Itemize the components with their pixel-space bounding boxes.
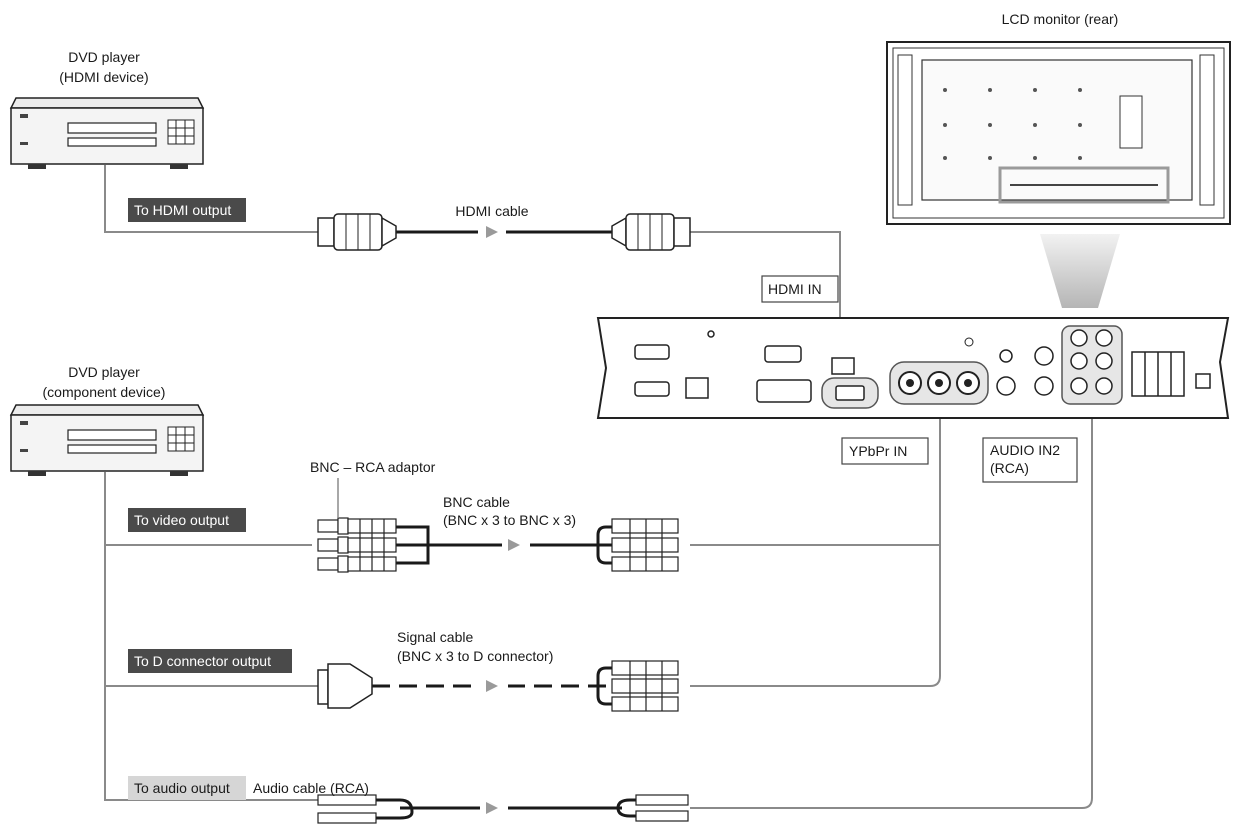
dvd-player-hdmi <box>9 97 205 169</box>
label-hdmi-in: HDMI IN <box>761 275 839 303</box>
tag-hdmi-output-text: To HDMI output <box>134 202 231 218</box>
bnc-plugs-right <box>611 518 679 572</box>
signal-cable-sublabel: (BNC x 3 to D connector) <box>397 648 553 664</box>
terminal-panel <box>596 317 1230 419</box>
ypbpr-in-ports <box>889 337 989 405</box>
lcd-monitor-rear <box>886 41 1231 308</box>
signal-bnc-plugs <box>611 660 679 712</box>
component-player-title: DVD player <box>68 364 140 380</box>
tag-audio-output: To audio output <box>128 776 246 800</box>
label-audio-in2: AUDIO IN2 (RCA) <box>982 437 1078 483</box>
signal-cable <box>317 660 679 712</box>
d-connector-plug <box>317 663 373 709</box>
dvd-player-component <box>9 404 205 476</box>
signal-cable-label: Signal cable <box>397 629 473 645</box>
hdmi-player-title: DVD player <box>68 49 140 65</box>
component-player-subtitle: (component device) <box>43 384 166 400</box>
connection-lines <box>104 165 1093 809</box>
hdmi-plug-right <box>611 213 691 251</box>
label-ypbpr-in-text: YPbPr IN <box>849 443 907 459</box>
component-trunk-line <box>104 472 318 801</box>
bnc-plugs-left <box>347 518 397 572</box>
hdmi-player-subtitle: (HDMI device) <box>59 69 148 85</box>
hdmi-cable-label: HDMI cable <box>455 203 528 219</box>
audio-cable-label: Audio cable (RCA) <box>253 780 369 796</box>
audio-in2-ports <box>1061 325 1123 405</box>
tag-video-output: To video output <box>128 508 246 532</box>
monitor-label: LCD monitor (rear) <box>1002 11 1119 27</box>
hdmi-output-line <box>104 165 318 233</box>
hdmi-plug-left <box>317 213 397 251</box>
audio-to-input-line <box>690 400 1093 809</box>
tag-video-output-text: To video output <box>134 512 229 528</box>
tag-audio-output-text: To audio output <box>134 780 230 796</box>
label-hdmi-in-text: HDMI IN <box>768 281 822 297</box>
tag-d-output-text: To D connector output <box>134 653 271 669</box>
label-audio-in2-subtext: (RCA) <box>990 460 1029 476</box>
bnc-rca-adaptor <box>317 517 349 573</box>
label-audio-in2-text: AUDIO IN2 <box>990 442 1060 458</box>
label-ypbpr-in: YPbPr IN <box>841 437 929 465</box>
serial-ports <box>634 330 715 399</box>
hdmi-cable <box>317 213 691 251</box>
tag-d-output: To D connector output <box>128 649 292 673</box>
bnc-cable-label: BNC cable <box>443 494 510 510</box>
zoom-indicator <box>1040 234 1120 308</box>
tag-hdmi-output: To HDMI output <box>128 198 246 222</box>
signal-to-ypbpr-line <box>690 545 941 687</box>
adaptor-label: BNC – RCA adaptor <box>310 459 436 475</box>
rca-plugs-left <box>317 794 377 824</box>
speaker-terminal <box>1131 351 1211 397</box>
bnc-cable-sublabel: (BNC x 3 to BNC x 3) <box>443 512 576 528</box>
pc-ports <box>756 345 812 403</box>
rca-plugs-right <box>635 794 689 822</box>
audio-cable <box>317 794 689 824</box>
video-ports <box>996 346 1054 396</box>
hdmi-in-port <box>821 357 879 409</box>
bnc-cable <box>317 478 679 573</box>
